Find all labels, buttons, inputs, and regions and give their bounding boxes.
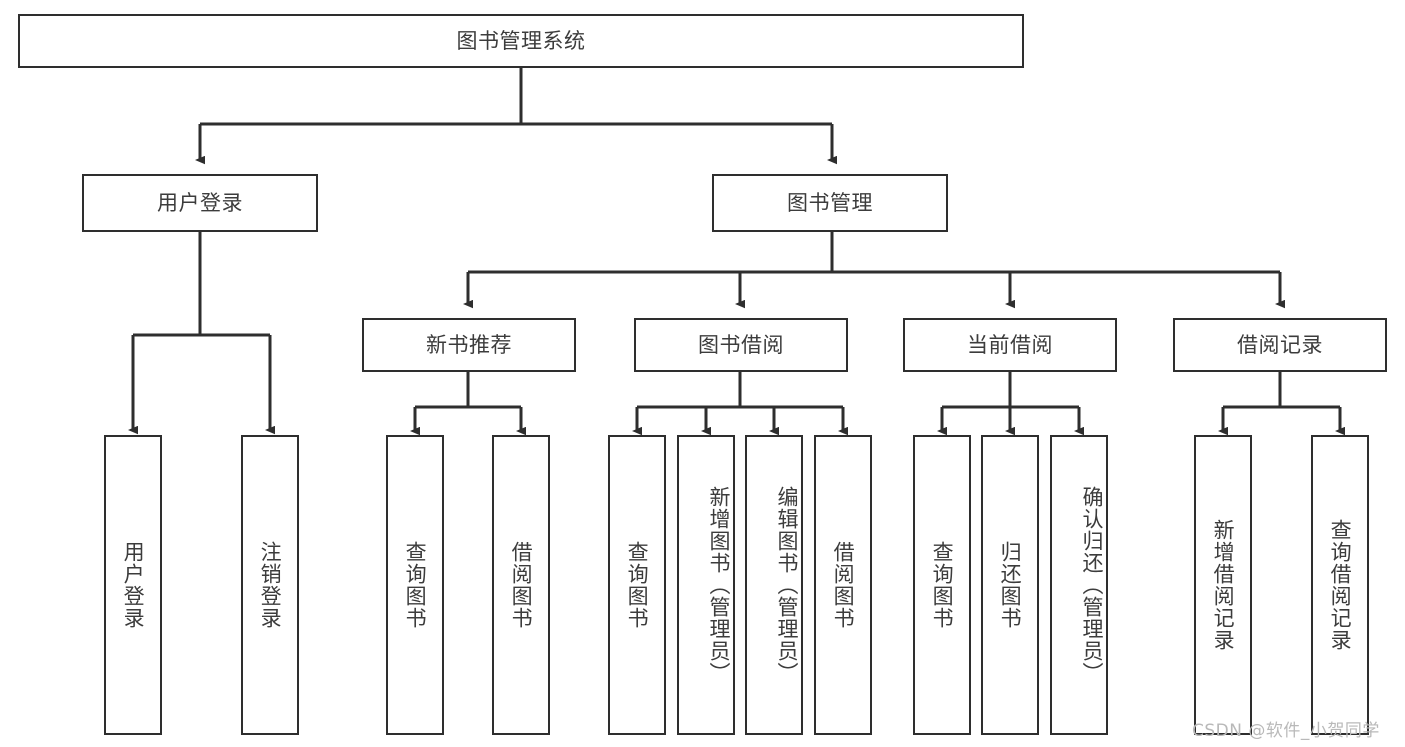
csdn-watermark: CSDN @软件_小贺同学 — [1192, 721, 1380, 741]
leaf-confirm-return[interactable]: 确认归还（管理员） — [1050, 435, 1108, 735]
leaf-edit-book[interactable]: 编辑图书（管理员） — [745, 435, 803, 735]
node-current-borrow[interactable]: 当前借阅 — [903, 318, 1117, 372]
leaf-query-book-recommend[interactable]: 查询图书 — [386, 435, 444, 735]
leaf-borrow-book[interactable]: 借阅图书 — [814, 435, 872, 735]
leaf-logout[interactable]: 注销登录 — [241, 435, 299, 735]
leaf-return-book[interactable]: 归还图书 — [981, 435, 1039, 735]
leaf-query-book-borrow[interactable]: 查询图书 — [608, 435, 666, 735]
node-book-manage[interactable]: 图书管理 — [712, 174, 948, 232]
leaf-user-login[interactable]: 用户登录 — [104, 435, 162, 735]
node-borrow-record[interactable]: 借阅记录 — [1173, 318, 1387, 372]
node-user-login[interactable]: 用户登录 — [82, 174, 318, 232]
leaf-add-borrow-record[interactable]: 新增借阅记录 — [1194, 435, 1252, 735]
node-book-borrow[interactable]: 图书借阅 — [634, 318, 848, 372]
leaf-query-borrow-record[interactable]: 查询借阅记录 — [1311, 435, 1369, 735]
leaf-add-book[interactable]: 新增图书（管理员） — [677, 435, 735, 735]
node-new-book-recommend[interactable]: 新书推荐 — [362, 318, 576, 372]
leaf-borrow-book-recommend[interactable]: 借阅图书 — [492, 435, 550, 735]
leaf-query-book-current[interactable]: 查询图书 — [913, 435, 971, 735]
node-root[interactable]: 图书管理系统 — [18, 14, 1024, 68]
